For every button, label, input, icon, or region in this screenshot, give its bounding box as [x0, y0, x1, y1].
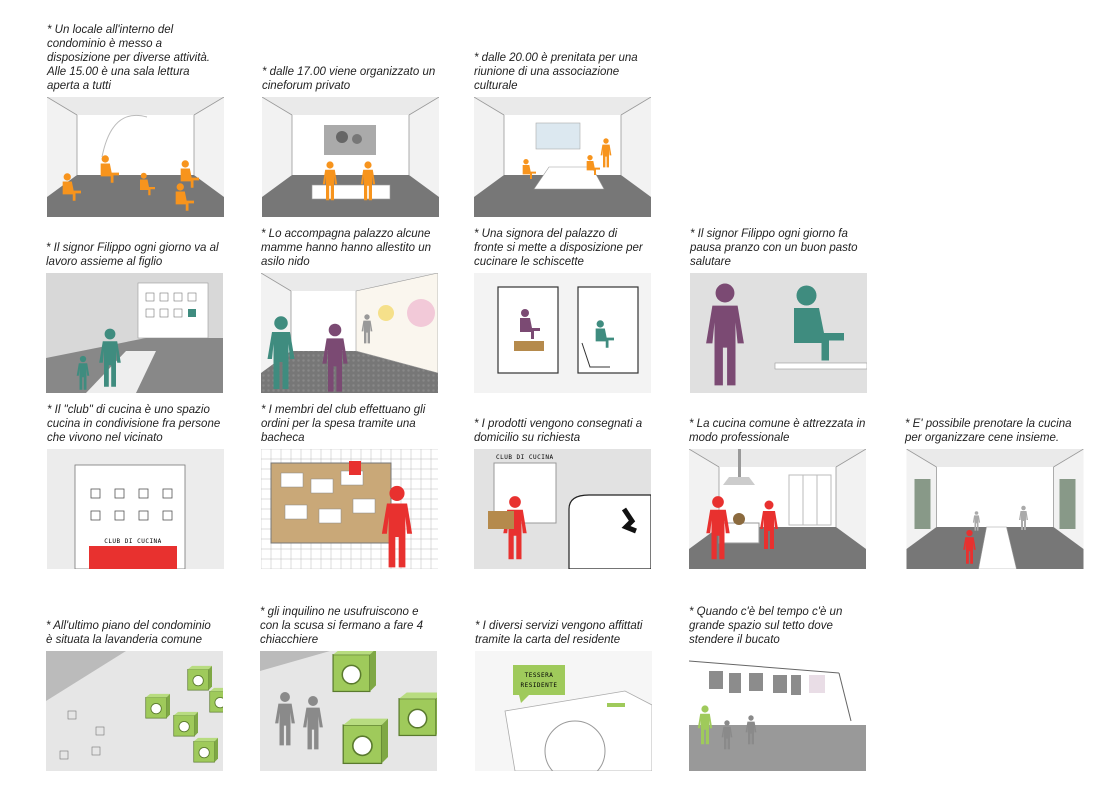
panel-caption: * dalle 17.00 viene organizzato un cinef… — [262, 66, 436, 92]
nursery-illustration — [261, 273, 438, 393]
cineforum-illustration — [262, 97, 439, 217]
panel-caption: * Una signora del palazzo di fronte si m… — [474, 228, 643, 268]
panel-caption: * Il "club" di cucina è uno spazio cucin… — [47, 404, 221, 444]
panel-cooking-club: * Il "club" di cucina è uno spazio cucin… — [47, 404, 224, 569]
club-building-illustration: CLUB DI CUCINA — [47, 449, 224, 569]
rooftop-illustration — [689, 651, 866, 771]
panel-caption: * All'ultimo piano del condominio è situ… — [46, 620, 211, 646]
panel-caption: * Quando c'è bel tempo c'è un grande spa… — [689, 606, 843, 646]
kitchen-illustration — [689, 449, 866, 569]
panel-caption: * I diversi servizi vengono affittati tr… — [475, 620, 643, 646]
panel-healthy-lunch: * Il signor Filippo ogni giorno fa pausa… — [690, 228, 867, 393]
panel-caption: * Lo accompagna palazzo alcune mamme han… — [261, 228, 432, 268]
panel-caption: * I prodotti vengono consegnati a domici… — [474, 418, 643, 444]
panel-caption: * I membri del club effettuano gli ordin… — [261, 404, 426, 444]
dinner-illustration — [905, 449, 1085, 569]
resident-card-line-2: RESIDENTE — [520, 682, 557, 689]
panel-laundry-room: * All'ultimo piano del condominio è situ… — [46, 620, 223, 771]
panel-caption: * E' possibile prenotare la cucina per o… — [905, 418, 1072, 444]
club-sign: CLUB DI CUCINA — [104, 538, 162, 545]
panel-caption: * La cucina comune è attrezzata in modo … — [689, 418, 866, 444]
panel-caption: * gli inquilino ne usufruiscono e con la… — [260, 606, 423, 646]
panel-reading-room: * Un locale all'interno del condominio è… — [47, 24, 224, 217]
chat-illustration — [260, 651, 437, 771]
panel-lunchbox-cooking: * Una signora del palazzo di fronte si m… — [474, 228, 651, 393]
panel-resident-card: * I diversi servizi vengono affittati tr… — [475, 620, 652, 771]
panel-association-meeting: * dalle 20.00 è prenitata per una riunio… — [474, 52, 651, 217]
cooking-illustration — [474, 273, 651, 393]
meeting-illustration — [474, 97, 651, 217]
card-illustration: TESSERA RESIDENTE — [475, 651, 652, 771]
lunch-illustration — [690, 273, 867, 393]
panel-caption: * Un locale all'interno del condominio è… — [47, 24, 210, 92]
board-illustration — [261, 449, 438, 569]
panel-caption: * dalle 20.00 è prenitata per una riunio… — [474, 52, 638, 92]
panel-home-delivery: * I prodotti vengono consegnati a domici… — [474, 418, 651, 569]
commute-illustration — [46, 273, 223, 393]
reading-room-illustration — [47, 97, 224, 217]
panel-order-board: * I membri del club effettuano gli ordin… — [261, 404, 438, 569]
panel-laundry-chat: * gli inquilino ne usufruiscono e con la… — [260, 606, 437, 771]
panel-caption: * Il signor Filippo ogni giorno fa pausa… — [690, 228, 858, 268]
panel-work-commute: * Il signor Filippo ogni giorno va al la… — [46, 242, 223, 393]
panel-professional-kitchen: * La cucina comune è attrezzata in modo … — [689, 418, 866, 569]
resident-card-line-1: TESSERA — [525, 672, 554, 679]
panel-nursery: * Lo accompagna palazzo alcune mamme han… — [261, 228, 438, 393]
laundry-illustration — [46, 651, 223, 771]
panel-rooftop-laundry: * Quando c'è bel tempo c'è un grande spa… — [689, 606, 866, 771]
panel-caption: * Il signor Filippo ogni giorno va al la… — [46, 242, 219, 268]
panel-shared-dinners: * E' possibile prenotare la cucina per o… — [905, 418, 1085, 569]
delivery-illustration: CLUB DI CUCINA — [474, 449, 651, 569]
club-sign: CLUB DI CUCINA — [496, 454, 554, 461]
panel-cineforum: * dalle 17.00 viene organizzato un cinef… — [262, 66, 439, 217]
